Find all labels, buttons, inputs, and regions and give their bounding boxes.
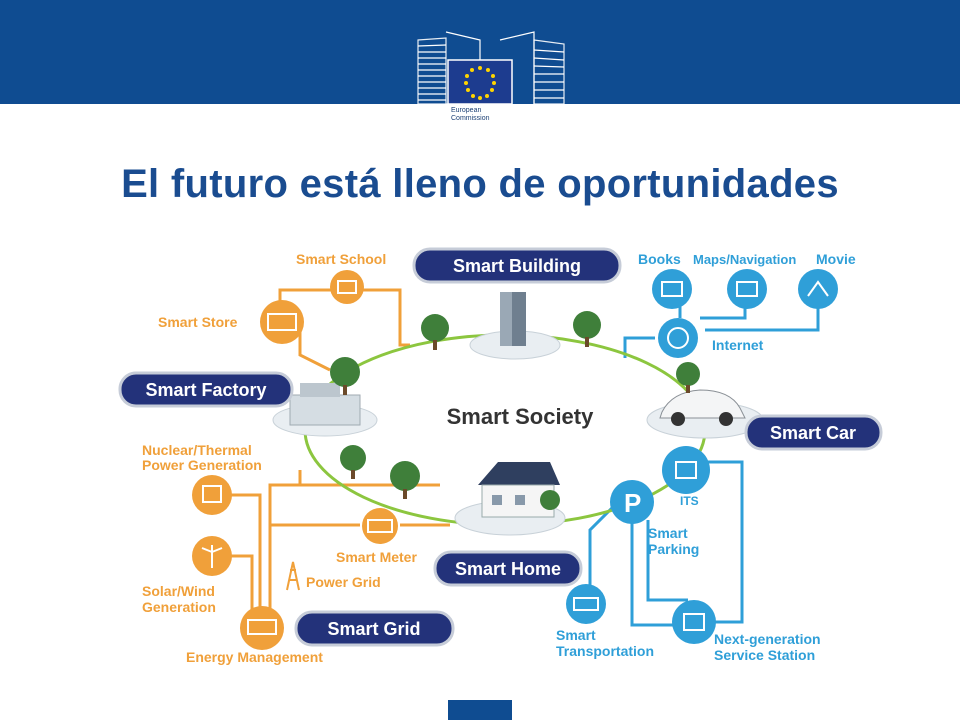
label-parking-1: Smart xyxy=(648,525,688,541)
label-movie: Movie xyxy=(816,251,856,267)
label-its: ITS xyxy=(680,494,699,508)
power-plant-icon xyxy=(192,475,232,515)
label-nuclear-1: Nuclear/Thermal xyxy=(142,442,252,458)
pill-smart-home: Smart Home xyxy=(433,550,583,587)
movie-icon xyxy=(798,269,838,309)
wind-turbine-icon xyxy=(192,536,232,576)
trees xyxy=(330,311,700,510)
svg-text:P: P xyxy=(624,488,641,518)
page-title: El futuro está lleno de oportunidades xyxy=(121,162,839,206)
building-icon xyxy=(500,292,526,346)
label-station-2: Service Station xyxy=(714,647,815,663)
power-grid-icon xyxy=(286,561,300,591)
label-smart-store: Smart Store xyxy=(158,314,238,330)
smart-meter-icon xyxy=(362,508,398,544)
pill-smart-car-label: Smart Car xyxy=(770,423,856,443)
school-icon xyxy=(330,270,364,304)
label-internet: Internet xyxy=(712,337,764,353)
its-icon xyxy=(662,446,710,494)
energy-management-icon xyxy=(240,606,284,650)
parking-icon: P xyxy=(610,480,654,524)
label-smart-school: Smart School xyxy=(296,251,386,267)
pill-smart-grid-label: Smart Grid xyxy=(327,619,420,639)
label-power-grid: Power Grid xyxy=(306,574,381,590)
label-transport-2: Transportation xyxy=(556,643,654,659)
label-energy-management: Energy Management xyxy=(186,649,323,665)
label-station-1: Next-generation xyxy=(714,631,821,647)
factory-icon xyxy=(289,383,361,426)
label-transport-1: Smart xyxy=(556,627,596,643)
map-icon xyxy=(727,269,767,309)
label-solar-2: Generation xyxy=(142,599,216,615)
pill-smart-factory-label: Smart Factory xyxy=(145,380,266,400)
globe-icon xyxy=(658,318,698,358)
label-nuclear-2: Power Generation xyxy=(142,457,262,473)
center-label: Smart Society xyxy=(447,404,594,429)
bus-icon xyxy=(566,584,606,624)
label-solar-1: Solar/Wind xyxy=(142,583,215,599)
pill-smart-grid: Smart Grid xyxy=(294,610,455,647)
pill-smart-building: Smart Building xyxy=(412,247,622,284)
label-smart-meter: Smart Meter xyxy=(336,549,417,565)
label-maps: Maps/Navigation xyxy=(693,252,796,267)
pill-smart-factory: Smart Factory xyxy=(118,371,294,408)
logo-line-1: European xyxy=(451,107,482,114)
logo-text: European Commission xyxy=(448,104,512,132)
label-books: Books xyxy=(638,251,681,267)
pill-smart-building-label: Smart Building xyxy=(453,256,581,276)
logo-line-2: Commission xyxy=(451,115,490,122)
car-icon xyxy=(659,389,746,426)
label-parking-2: Parking xyxy=(648,541,699,557)
pill-smart-car: Smart Car xyxy=(744,414,883,451)
pill-smart-home-label: Smart Home xyxy=(455,559,561,579)
service-station-icon xyxy=(672,600,716,644)
books-icon xyxy=(652,269,692,309)
store-icon xyxy=(260,300,304,344)
footer-tab xyxy=(448,700,512,720)
